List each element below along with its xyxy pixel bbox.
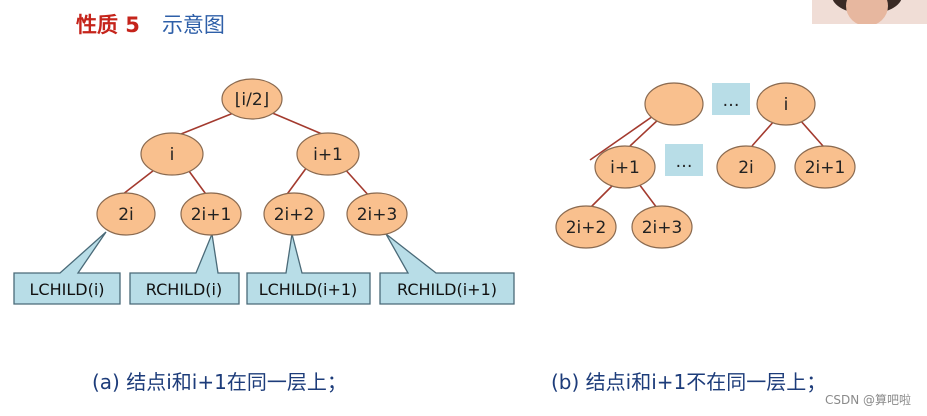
node-a-2i: 2i (96, 192, 156, 236)
caption-a: (a) 结点i和i+1在同一层上； (92, 370, 347, 394)
node-b-i-label: i (784, 95, 789, 115)
node-b-2i-label: 2i (738, 158, 754, 178)
node-a-root: ⌊i/2⌋ (221, 78, 283, 120)
callout-rchild-i-label: RCHILD(i) (146, 280, 222, 299)
ellipsis-box-mid: … (665, 144, 703, 176)
edge-i-2i1 (185, 166, 209, 198)
callout-lchild-i1: LCHILD(i+1) (246, 233, 371, 305)
callout-rchild-i1: RCHILD(i+1) (379, 233, 515, 305)
watermark: CSDN @算吧啦 (824, 393, 911, 407)
callout-rchild-i1-label: RCHILD(i+1) (397, 280, 497, 299)
node-b-2i: 2i (716, 145, 776, 189)
title-sub: 示意图 (161, 13, 225, 37)
node-a-i1-label: i+1 (313, 145, 343, 165)
node-a-2i2-label: 2i+2 (274, 205, 315, 225)
diagram-b-ellipses: … … (665, 83, 750, 176)
diagram-a-nodes: ⌊i/2⌋ i i+1 2i 2i+1 2i+2 2i+3 (96, 78, 408, 236)
diagram-a-callouts: LCHILD(i) RCHILD(i) LCHILD(i+1) RCHILD(i… (13, 231, 515, 305)
ellipsis-box-top: … (712, 83, 750, 115)
ellipsis-top-label: … (723, 91, 740, 111)
node-a-i: i (140, 132, 204, 176)
node-a-i-label: i (170, 145, 175, 165)
diagram-b-nodes: i i+1 2i 2i+1 2i+2 2i+3 (555, 82, 856, 249)
node-a-2i3-label: 2i+3 (357, 205, 398, 225)
node-b-i1: i+1 (594, 145, 656, 189)
edge-i1-2i2 (284, 166, 308, 198)
edge-blank-left (589, 113, 657, 161)
callout-lchild-i-label: LCHILD(i) (30, 280, 105, 299)
edge-root-i (180, 111, 237, 135)
caption-b: (b) 结点i和i+1不在同一层上； (551, 370, 827, 394)
node-b-2i3: 2i+3 (631, 205, 693, 249)
node-b-2i2: 2i+2 (555, 205, 617, 249)
node-b-blank (644, 82, 704, 126)
title-main: 性质 5 (76, 13, 140, 37)
callout-rchild-i: RCHILD(i) (129, 231, 240, 305)
slide-title: 性质 5 示意图 (76, 8, 225, 40)
node-b-2i1-label: 2i+1 (805, 158, 846, 178)
edge-i-2i (751, 119, 776, 147)
edge-root-i1 (269, 111, 323, 135)
presenter-face (846, 0, 888, 24)
node-b-i1-label: i+1 (610, 158, 640, 178)
node-b-2i1: 2i+1 (794, 145, 856, 189)
edge-i1-2i3 (638, 183, 658, 209)
node-a-root-label: ⌊i/2⌋ (235, 90, 270, 110)
edge-i-2i1 (799, 119, 824, 147)
presenter-webcam (812, 0, 927, 24)
callout-lchild-i: LCHILD(i) (13, 231, 121, 305)
node-a-2i2: 2i+2 (263, 192, 325, 236)
node-a-2i-label: 2i (118, 205, 134, 225)
node-b-i: i (756, 82, 816, 126)
edge-blank-i1 (629, 117, 661, 147)
node-a-i1: i+1 (296, 132, 360, 176)
edge-i1-2i2 (589, 183, 615, 209)
callout-lchild-i1-label: LCHILD(i+1) (259, 280, 358, 299)
node-a-2i1: 2i+1 (180, 192, 242, 236)
ellipsis-mid-label: … (676, 152, 693, 172)
node-b-2i3-label: 2i+3 (642, 218, 683, 238)
node-b-2i2-label: 2i+2 (566, 218, 607, 238)
diagram-b-edges (589, 113, 824, 209)
edge-i1-2i3 (342, 166, 371, 198)
node-a-2i1-label: 2i+1 (191, 205, 232, 225)
node-a-2i3: 2i+3 (346, 192, 408, 236)
